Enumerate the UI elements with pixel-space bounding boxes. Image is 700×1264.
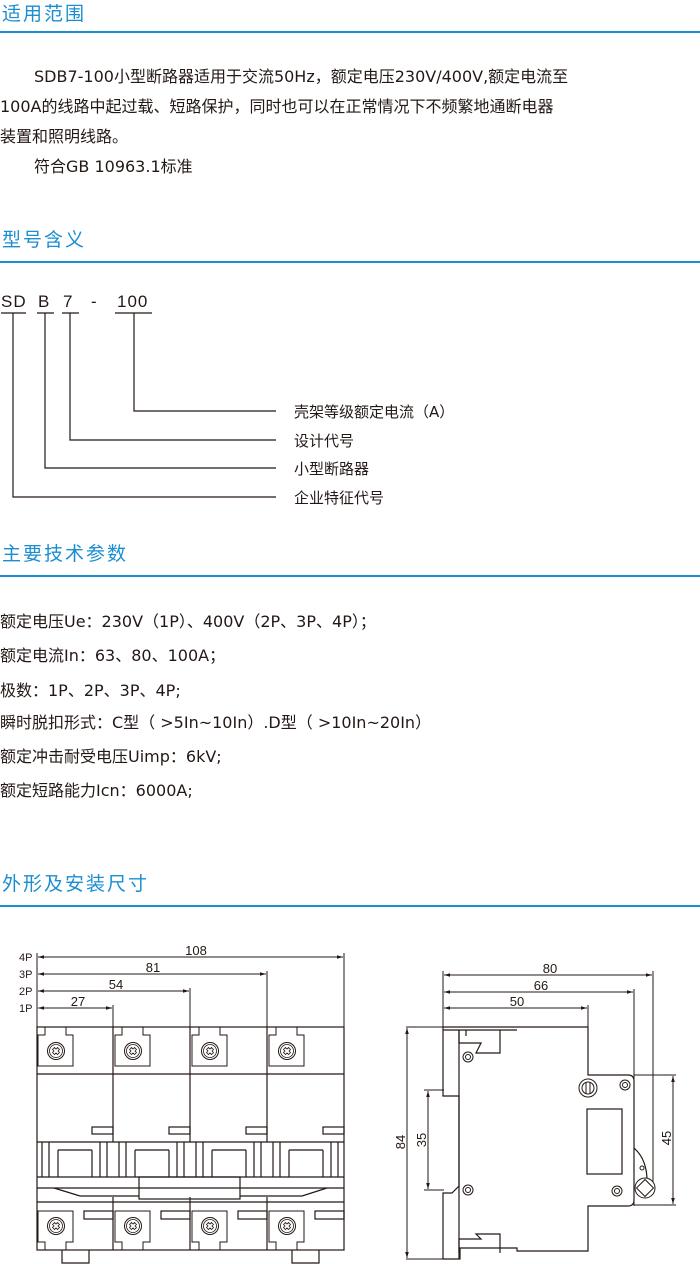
svg-text:45: 45 <box>659 1131 674 1145</box>
svg-text:35: 35 <box>414 1133 429 1147</box>
section-title-tech-params: 主要技术参数 <box>2 543 129 565</box>
model-leader-lines <box>1 312 276 498</box>
section-divider <box>0 261 700 263</box>
section-title-scope: 适用范围 <box>2 3 87 25</box>
bottom-terminals <box>37 1210 305 1250</box>
svg-text:4P: 4P <box>19 952 32 964</box>
section-title-model: 型号含义 <box>2 229 87 251</box>
meaning-enterprise-code: 企业特征代号 <box>294 489 385 507</box>
code-part-dash: - <box>91 292 98 311</box>
front-view-drawing: 4P 3P 2P 1P 108 81 54 27 <box>19 943 345 1264</box>
section-divider <box>0 31 700 33</box>
width-values: 108 81 54 27 <box>71 943 207 1009</box>
spec-poles: 极数：1P、2P、3P、4P; <box>0 681 181 700</box>
dimension-lines <box>36 953 345 1027</box>
spec-impulse-voltage: 额定冲击耐受电压Uimp：6kV; <box>0 747 222 766</box>
svg-text:3P: 3P <box>19 969 32 981</box>
side-dimension-lines <box>405 971 676 1260</box>
pole-labels: 4P 3P 2P 1P <box>19 952 32 1015</box>
scope-line-1: SDB7-100小型断路器适用于交流50Hz，额定电压230V/400V,额定电… <box>34 67 569 86</box>
svg-text:1P: 1P <box>19 1003 32 1015</box>
svg-text:81: 81 <box>146 960 160 975</box>
breaker-body <box>36 1026 345 1264</box>
code-part-7: 7 <box>63 292 74 311</box>
spec-short-circuit-capacity: 额定短路能力Icn：6000A; <box>0 781 193 800</box>
svg-text:108: 108 <box>185 943 207 958</box>
scope-paragraph: SDB7-100小型断路器适用于交流50Hz，额定电压230V/400V,额定电… <box>0 62 700 182</box>
top-terminals <box>37 1027 305 1067</box>
meaning-mcb: 小型断路器 <box>294 460 370 478</box>
meaning-design-code: 设计代号 <box>294 432 355 450</box>
svg-text:27: 27 <box>71 994 85 1009</box>
meaning-frame-current: 壳架等级额定电流（A） <box>294 403 455 421</box>
svg-text:66: 66 <box>534 978 548 993</box>
svg-text:84: 84 <box>393 1135 408 1149</box>
side-screws <box>462 1051 656 1199</box>
svg-text:80: 80 <box>543 961 557 976</box>
scope-line-2: 100A的线路中起过载、短路保护，同时也可以在正常情况下不频繁地通断电器 <box>0 97 554 116</box>
side-dimension-values: 80 66 50 84 35 45 <box>393 961 674 1149</box>
side-body <box>442 1026 648 1260</box>
section-divider <box>0 905 700 907</box>
scope-line-3: 装置和照明线路。 <box>0 127 129 146</box>
svg-text:2P: 2P <box>19 986 32 998</box>
standard-compliance: 符合GB 10963.1标准 <box>34 157 193 176</box>
code-part-sd: SD <box>1 292 27 311</box>
code-part-100: 100 <box>117 292 149 311</box>
code-part-b: B <box>38 292 51 311</box>
side-view-drawing: 80 66 50 84 35 45 <box>393 961 676 1260</box>
spec-trip-type: 瞬时脱扣形式：C型（ >5In~10In）.D型（ >10In~20In） <box>0 713 432 732</box>
section-divider <box>0 575 700 577</box>
svg-text:54: 54 <box>109 977 123 992</box>
svg-text:50: 50 <box>510 994 524 1009</box>
spec-rated-voltage: 额定电压Ue：230V（1P）、400V（2P、3P、4P）； <box>0 612 376 631</box>
section-title-dimensions: 外形及安装尺寸 <box>2 873 150 895</box>
spec-rated-current: 额定电流In：63、80、100A； <box>0 646 226 665</box>
